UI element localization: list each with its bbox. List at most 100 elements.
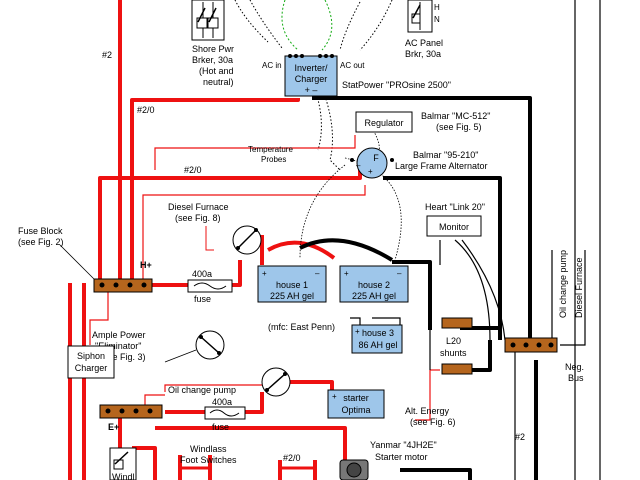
ac-green-dotted <box>281 0 333 51</box>
ac-panel-h-label: H <box>434 3 440 12</box>
starter-motor-icon[interactable] <box>339 459 369 480</box>
yanmar-label-1: Yanmar "4JH2E" <box>370 440 437 450</box>
h-plus-label: H+ <box>140 260 152 270</box>
house1-label-2: 225 AH gel <box>270 291 314 301</box>
fuse-top-label: fuse <box>194 294 211 304</box>
oil-change-pump-vertical: Oil change pump <box>558 250 568 318</box>
fuse-block-label-1: Fuse Block <box>18 226 63 236</box>
balmar-alt-label-1: Balmar "95-210" <box>413 150 478 160</box>
house-battery-1[interactable]: + – house 1 225 AH gel <box>257 265 327 303</box>
neg-bus-label-1: Neg. <box>565 362 584 372</box>
busbar-icon[interactable] <box>93 278 153 293</box>
fuse-block-leader <box>59 244 96 281</box>
alternator-icon[interactable]: F – + <box>350 147 394 179</box>
fuse-bot-label: fuse <box>212 422 229 432</box>
busbar-icon[interactable] <box>99 404 163 419</box>
balmar-mc-label-1: Balmar "MC-512" <box>421 111 490 121</box>
positive-thin-wires <box>89 135 440 421</box>
diesel-furnace-label-1: Diesel Furnace <box>168 202 229 212</box>
regulator[interactable]: Regulator <box>355 111 413 133</box>
wire-2-top-label: #2 <box>102 50 112 60</box>
windlass-label-2: Foot Switches <box>180 455 237 465</box>
house3-label-1: house 3 <box>362 328 394 338</box>
fuse-400a-bot-label: 400a <box>212 397 232 407</box>
statpower-label: StatPower "PROsine 2500" <box>342 80 451 90</box>
ac-panel-label-2: Brkr, 30a <box>405 49 441 59</box>
mfc-label: (mfc: East Penn) <box>268 322 335 332</box>
alt-energy-label-1: Alt. Energy <box>405 406 450 416</box>
l20-label-2: shunts <box>440 348 467 358</box>
wire-2-0-a-label: #2/0 <box>137 105 155 115</box>
starter-label-2: Optima <box>341 405 370 415</box>
inverter-polarity: + – <box>305 85 318 95</box>
ample-power-label-1: Ample Power <box>92 330 146 340</box>
house-battery-3[interactable]: + house 3 86 AH gel <box>351 324 403 354</box>
starter-battery-switch[interactable] <box>261 367 291 397</box>
house2-neg: – <box>397 269 402 278</box>
wire-2-0-bottom-label: #2/0 <box>283 453 301 463</box>
ac-dotted-wires <box>234 0 393 171</box>
neg-busbar[interactable] <box>504 337 558 353</box>
balmar-mc-label-2: (see Fig. 5) <box>436 122 482 132</box>
ample-power-label-2: "Eliminator" <box>95 341 141 351</box>
fuse-block-label-2: (see Fig. 2) <box>18 237 64 247</box>
siphon-charger[interactable]: Siphon Charger <box>67 345 115 379</box>
inverter-label-2: Charger <box>295 74 328 84</box>
ac-out-label: AC out <box>340 61 365 70</box>
breaker-switch-icon <box>113 451 129 470</box>
windlass-breaker[interactable] <box>109 447 137 480</box>
house3-label-2: 86 AH gel <box>358 340 397 350</box>
diesel-furnace-vertical: Diesel Furnace <box>574 257 584 318</box>
monitor-label: Monitor <box>439 222 469 232</box>
breaker-switch-icon <box>411 4 421 24</box>
balmar-alt-label-2: Large Frame Alternator <box>395 161 488 171</box>
ac-in-label: AC in <box>262 61 282 70</box>
regulator-label: Regulator <box>364 118 403 128</box>
l20-label-1: L20 <box>446 336 461 346</box>
heart-link-label: Heart "Link 20" <box>425 202 485 212</box>
siphon-label-2: Charger <box>75 363 108 373</box>
windlass-label-1: Windlass <box>190 444 227 454</box>
temp-probes-label-1: Temperature <box>248 145 293 154</box>
battery-switch-icon <box>265 372 287 392</box>
battery-switch-icon <box>199 335 221 355</box>
ac-panel-breaker[interactable] <box>407 0 433 33</box>
house2-pos: + <box>344 269 349 278</box>
house1-label-1: house 1 <box>276 280 308 290</box>
negative-wires <box>299 96 538 480</box>
ample-power-label-3: (see Fig. 3) <box>100 352 146 362</box>
monitor[interactable]: Monitor <box>426 215 482 237</box>
alternator-f-label: F <box>373 153 379 163</box>
terminal-dots <box>288 54 334 58</box>
siphon-label-1: Siphon <box>77 351 105 361</box>
inverter-label-1: Inverter/ <box>294 63 328 73</box>
shore-power-breaker[interactable] <box>191 0 225 41</box>
battery-switch-icon <box>236 228 258 250</box>
windlass-foot-switches[interactable] <box>178 466 317 480</box>
inverter-charger[interactable]: Inverter/ Charger + – <box>284 54 338 97</box>
oil-change-pump-label: Oil change pump <box>168 385 236 395</box>
fuse-icon <box>187 279 233 293</box>
eliminator-switch[interactable] <box>195 330 225 360</box>
house3-pos: + <box>355 327 360 336</box>
house-battery-2[interactable]: + – house 2 225 AH gel <box>339 265 409 303</box>
starter-label-1: starter <box>343 393 369 403</box>
starter-battery[interactable]: + starter Optima <box>327 389 385 419</box>
negative-thin-wires <box>350 0 601 480</box>
breaker-switch-icon <box>196 7 219 29</box>
wire-2-right-label: #2 <box>515 432 525 442</box>
yanmar-label-2: Starter motor <box>375 452 428 462</box>
house-battery-switch[interactable] <box>232 225 262 255</box>
neg-bus-label-2: Bus <box>568 373 584 383</box>
positive-wires <box>68 0 362 480</box>
diesel-furnace-label-2: (see Fig. 8) <box>175 213 221 223</box>
shunt-icon <box>441 317 473 375</box>
ac-panel-label-1: AC Panel <box>405 38 443 48</box>
shore-brkr-label-4: neutral) <box>203 77 234 87</box>
house2-label-2: 225 AH gel <box>352 291 396 301</box>
house2-label-1: house 2 <box>358 280 390 290</box>
e-plus-label: E+ <box>108 422 119 432</box>
alternator-neg-mark: – <box>356 161 361 170</box>
house1-neg: – <box>315 269 320 278</box>
